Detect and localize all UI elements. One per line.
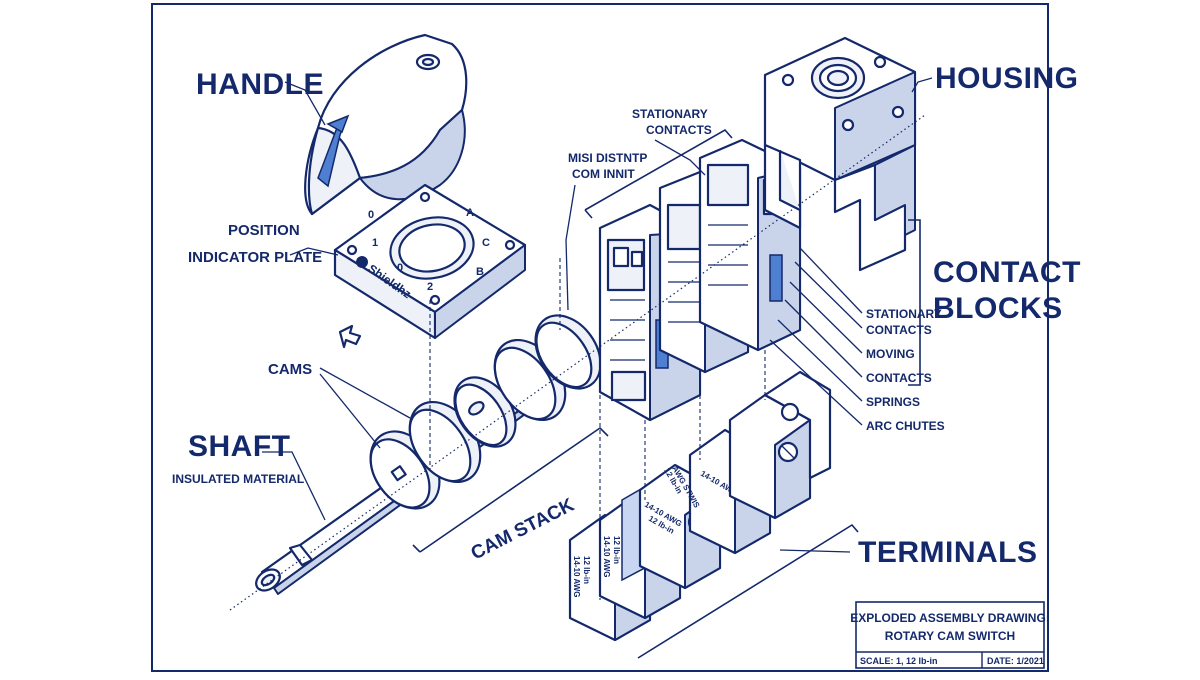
dial-mark-a: A bbox=[466, 207, 474, 219]
cam-stack-part bbox=[369, 314, 602, 510]
brand-logo-icon bbox=[356, 256, 368, 268]
label-housing: HOUSING bbox=[935, 62, 1079, 95]
label-misi-2: COM INNIT bbox=[572, 167, 635, 181]
center-lines bbox=[229, 114, 926, 611]
title-date: DATE: 1/2021 bbox=[987, 656, 1044, 666]
terminal-1-torque: 12 lb-in bbox=[582, 556, 591, 584]
label-stationary-right-2: CONTACTS bbox=[866, 323, 932, 337]
label-contact-blocks-2: BLOCKS bbox=[933, 292, 1063, 325]
dial-mark-0: 0 bbox=[368, 209, 374, 221]
housing-part bbox=[763, 36, 917, 272]
title-line-1: EXPLODED ASSEMBLY DRAWING: bbox=[850, 611, 1050, 625]
label-stationary-contacts-top-1: STATIONARY bbox=[632, 107, 708, 121]
label-contacts: CONTACTS bbox=[866, 371, 932, 385]
terminal-1-rating: 14-10 AWG bbox=[572, 556, 581, 598]
label-shaft: SHAFT bbox=[188, 430, 291, 463]
label-springs: SPRINGS bbox=[866, 395, 920, 409]
dial-mark-0b: 0 bbox=[397, 262, 403, 274]
label-stationary-contacts-top-2: CONTACTS bbox=[646, 123, 712, 137]
label-stationary-right-1: STATIONARY bbox=[866, 307, 942, 321]
dial-mark-1: 1 bbox=[372, 237, 378, 249]
label-shaft-sub: INSULATED MATERIAL bbox=[172, 472, 304, 486]
handle-part bbox=[304, 33, 468, 216]
label-terminals: TERMINALS bbox=[858, 536, 1038, 569]
terminal-6 bbox=[763, 370, 832, 480]
title-line-2: ROTARY CAM SWITCH bbox=[885, 629, 1015, 643]
terminal-2-rating: 14-10 AWG bbox=[602, 536, 611, 578]
title-block: EXPLODED ASSEMBLY DRAWING: ROTARY CAM SW… bbox=[850, 601, 1050, 669]
label-arc-chutes: ARC CHUTES bbox=[866, 419, 945, 433]
label-position-1: POSITION bbox=[228, 222, 300, 239]
title-scale: SCALE: 1, 12 lb-in bbox=[860, 656, 938, 666]
terminal-2-torque: 12 lb-in bbox=[612, 536, 621, 564]
dial-mark-2: 2 bbox=[427, 281, 433, 293]
label-handle: HANDLE bbox=[196, 68, 324, 101]
dial-mark-c: C bbox=[482, 237, 490, 249]
position-indicator-plate: 0 1 0 2 A C B Shieldhz bbox=[333, 183, 527, 340]
label-cams: CAMS bbox=[268, 361, 312, 378]
label-position-2: INDICATOR PLATE bbox=[188, 249, 322, 266]
label-misi-1: MISI DISTNTP bbox=[568, 151, 647, 165]
label-contact-blocks-1: CONTACT bbox=[933, 256, 1081, 289]
orientation-arrow-icon bbox=[338, 324, 362, 349]
dial-mark-b: B bbox=[476, 266, 484, 278]
label-moving: MOVING bbox=[866, 347, 915, 361]
